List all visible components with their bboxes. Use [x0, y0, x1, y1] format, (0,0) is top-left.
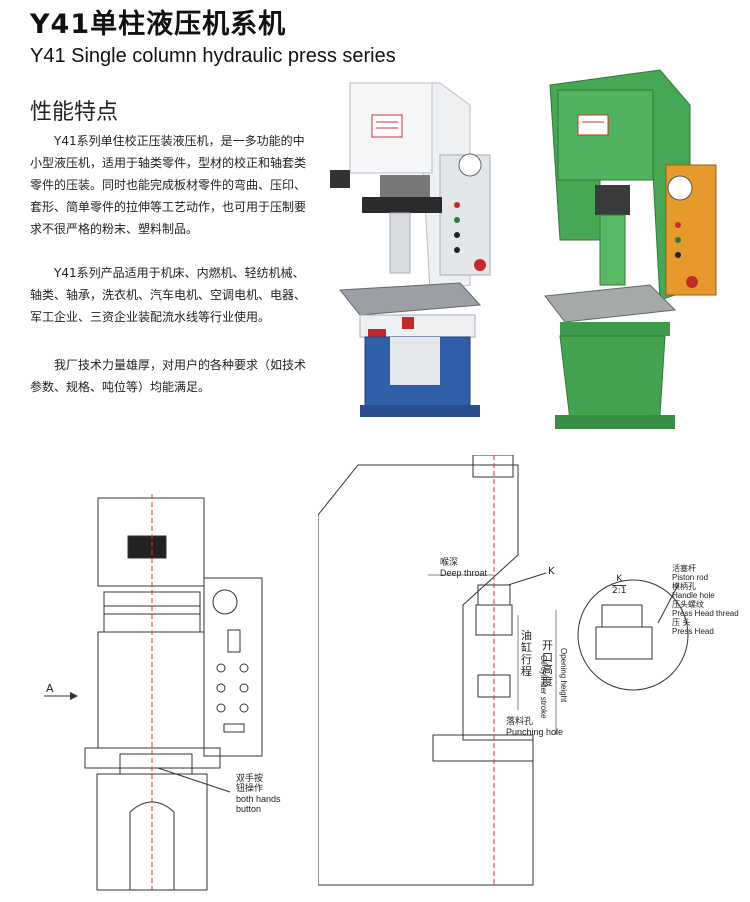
- opening-height-cn: 开口高度: [542, 639, 553, 688]
- title-english: Y41 Single column hydraulic press series: [30, 45, 396, 67]
- deep-throat-en: Deep throat: [440, 568, 488, 578]
- photo-white-blue-press: [320, 75, 520, 430]
- deep-throat-label: 喉深 Deep throat: [440, 558, 487, 578]
- both-hands-en-1: both hands: [236, 794, 281, 804]
- both-hands-en-2: button: [236, 804, 262, 814]
- photo-green-press: [540, 60, 740, 440]
- side-k-label: K: [548, 566, 555, 577]
- press-head-thread-cn: 压头螺纹: [672, 600, 704, 609]
- punching-hole-cn: 落料孔: [506, 717, 534, 727]
- press-head-cn: 压 头: [672, 618, 691, 627]
- punching-hole-en: Punching hole: [506, 727, 564, 737]
- detail-k-ratio: 2:1: [612, 585, 627, 596]
- detail-k-scale: K 2:1: [612, 574, 627, 597]
- title-chinese: Y41单柱液压机系机: [30, 9, 287, 40]
- detail-labels: 活塞杆 Piston rod 模柄孔 Handle hole 压头螺纹 Pres…: [672, 564, 739, 636]
- piston-rod-en: Piston rod: [672, 573, 709, 582]
- piston-rod-cn: 活塞杆: [672, 564, 696, 573]
- features-paragraph-2: Y41系列产品适用于机床、内燃机、轻纺机械、轴类、轴承，洗衣机、汽车电机、空调电…: [30, 266, 307, 324]
- features-heading: 性能特点: [30, 100, 119, 125]
- features-paragraph-3: 我厂技术力量雄厚，对用户的各种要求（如技术参数、规格、吨位等）均能满足。: [30, 358, 307, 394]
- oil-cylinder-cn: 油缸行程: [521, 629, 532, 678]
- both-hands-label: 双手按 钮操作 both hands button: [236, 774, 281, 814]
- both-hands-cn-2: 钮操作: [236, 784, 264, 794]
- arrow-label-a: A: [46, 682, 54, 695]
- press-head-thread-en: Press Head thread: [672, 609, 739, 618]
- side-view-drawing: [318, 455, 738, 895]
- punching-hole-label: 落料孔 Punching hole: [506, 717, 563, 737]
- handle-hole-en: Handle hole: [672, 591, 715, 600]
- handle-hole-cn: 模柄孔: [672, 582, 696, 591]
- both-hands-cn-1: 双手按: [236, 774, 264, 784]
- press-head-en: Press Head: [672, 627, 714, 636]
- front-view-drawing: [40, 492, 310, 892]
- features-paragraph-1: Y41系列单住校正压装液压机，是一多功能的中小型液压机，适用于轴类零件，型材的校…: [30, 134, 307, 236]
- opening-height-en: Opening height: [559, 648, 568, 703]
- detail-k-letter: K: [616, 574, 623, 584]
- deep-throat-cn: 喉深: [440, 558, 459, 568]
